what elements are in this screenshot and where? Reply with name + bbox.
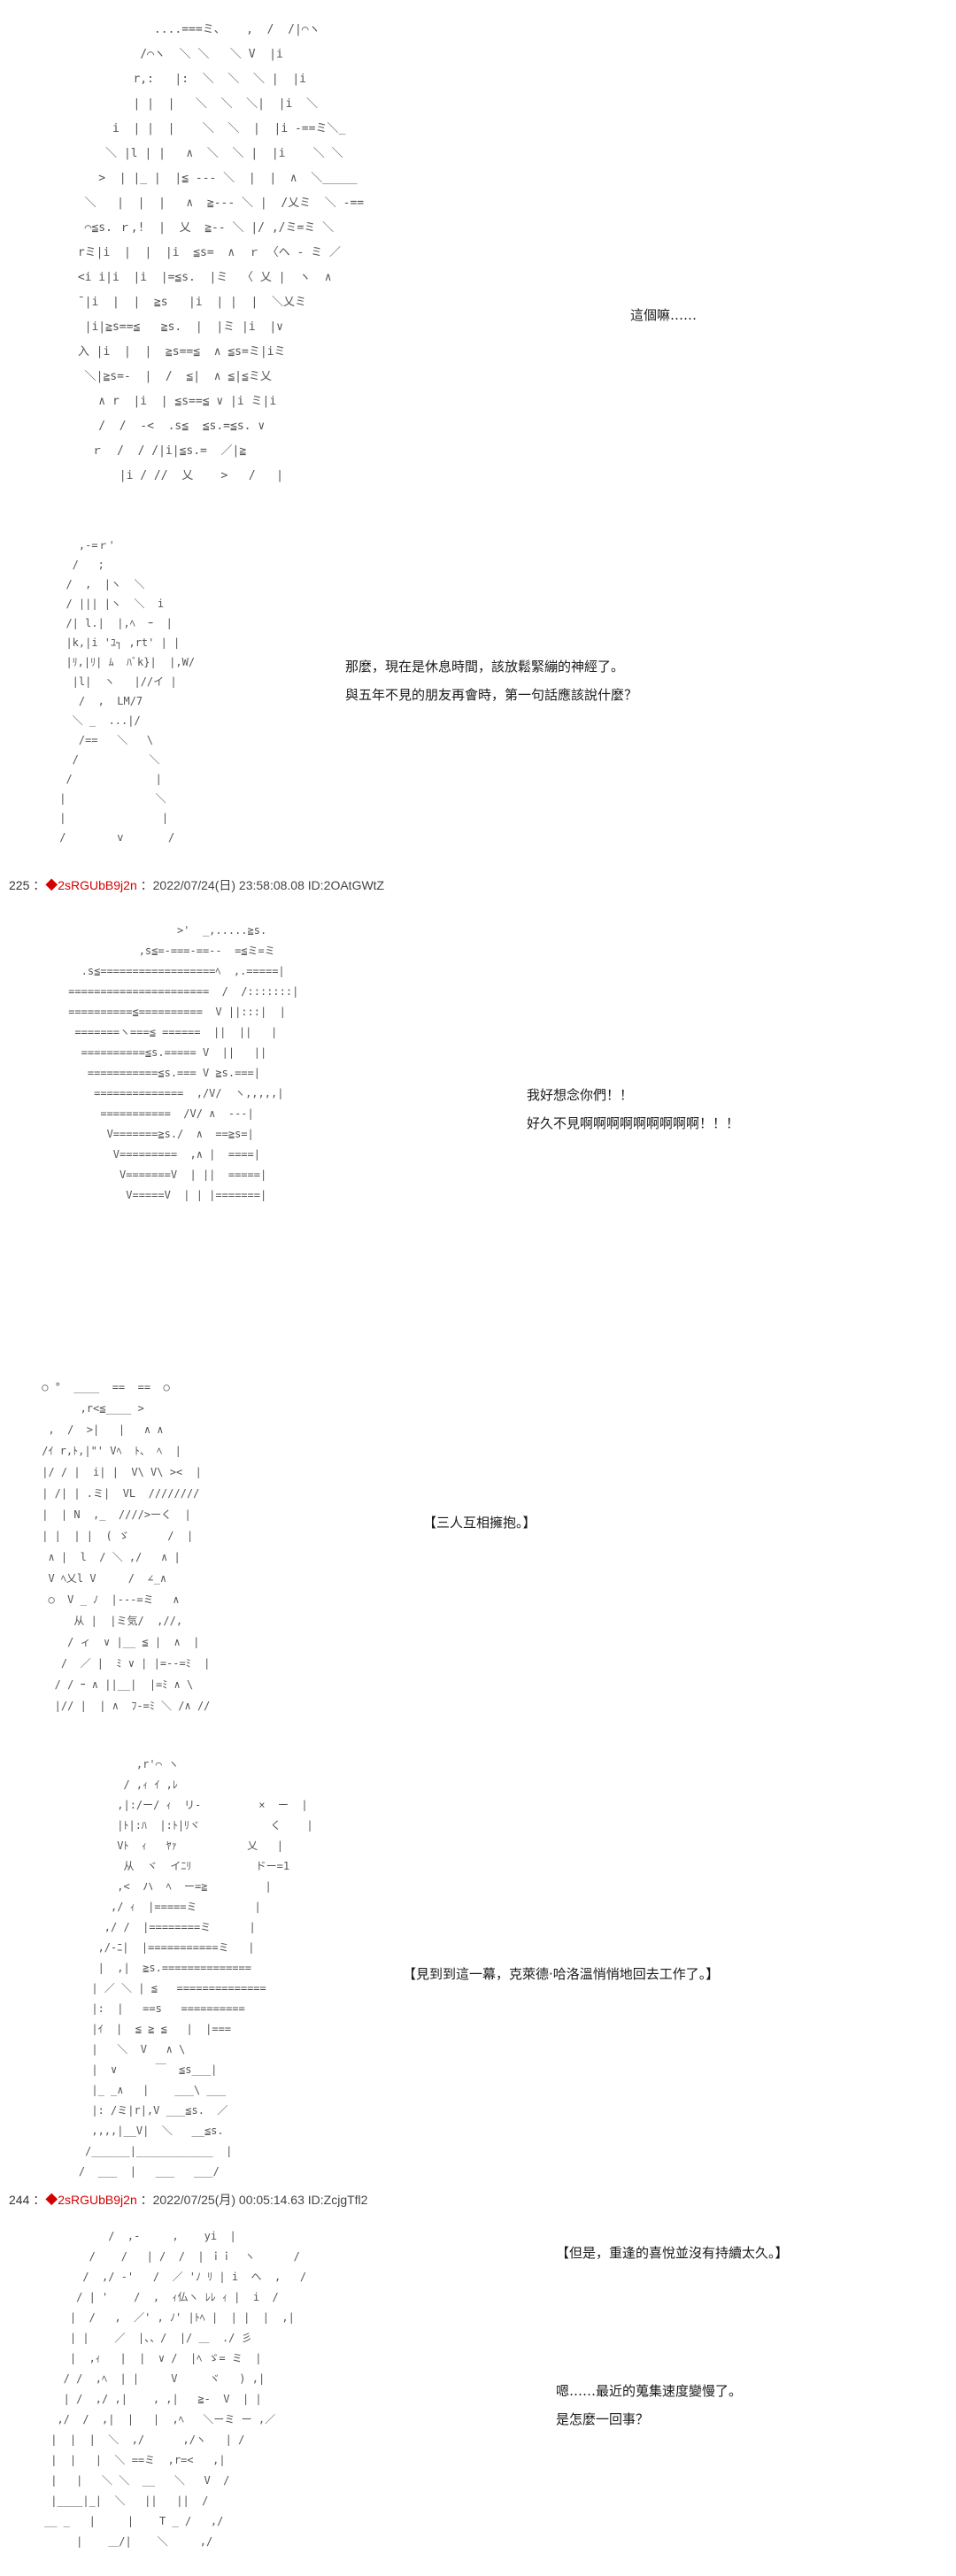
dialog-6-line-3: 是怎麼一回事？ bbox=[556, 2411, 650, 2427]
dialog-1-line-1: 這個嘛…… bbox=[630, 307, 698, 323]
dialog-2-line-1: 那麼，現在是休息時間，該放鬆緊繃的神經了。 bbox=[345, 659, 625, 675]
post-number: 244 bbox=[9, 2193, 30, 2207]
ascii-art-1: ....===ミ、 , / /|⌒ヽ /⌒ヽ ＼ ＼ ＼ V |i r,: |:… bbox=[71, 23, 365, 482]
ascii-art-4: ○ ° ____ == == ○ ,r<≦____ > , / >| | ∧ ∧… bbox=[42, 1381, 211, 1712]
dialog-6-line-2: 嗯……最近的蒐集速度變慢了。 bbox=[556, 2383, 743, 2399]
ascii-art-5: ,r'⌒ ヽ / ,ｨ ｲ ,ﾚ ,|:/ー/ ｨ リ- × ー | |ﾄ|:ﾊ… bbox=[78, 1758, 313, 2178]
panel-6: / ,- , yi | / / | / / | ｉｉ ヽ / / ,/ -' /… bbox=[0, 2217, 956, 2576]
ascii-art-6: / ,- , yi | / / | / / | ｉｉ ヽ / / ,/ -' /… bbox=[44, 2230, 307, 2548]
post-header-244: 244 ：◆2sRGUbB9j2n ：2022/07/25(月) 00:05:1… bbox=[9, 2193, 368, 2207]
poster-trip[interactable]: ◆2sRGUbB9j2n bbox=[45, 2193, 137, 2207]
post-datetime: 2022/07/25(月) 00:05:14.63 ID:ZcjgTfl2 bbox=[152, 2193, 368, 2207]
ascii-art-3: >' _,.....≧s. ,s≦=-===-==-- =≦ミ=ミ .s≦===… bbox=[68, 924, 299, 1201]
dialog-6-line-1: 【但是，重逢的喜悅並沒有持續太久。】 bbox=[556, 2245, 789, 2261]
panel-4: ○ ° ____ == == ○ ,r<≦____ > , / >| | ∧ ∧… bbox=[0, 1368, 956, 1739]
ascii-art-2: ,-=ｒ' / ; / , |ヽ ＼ / ||| |ヽ ＼ i /| l.| |… bbox=[59, 539, 196, 844]
post-number: 225 bbox=[9, 878, 30, 892]
dialog-3-line-2: 好久不見啊啊啊啊啊啊啊啊啊！！！ bbox=[527, 1115, 740, 1131]
dialog-4-line-1: 【三人互相擁抱。】 bbox=[423, 1515, 536, 1531]
dialog-2-line-2: 與五年不見的朋友再會時，第一句話應該說什麼？ bbox=[345, 687, 638, 703]
panel-5: ,r'⌒ ヽ / ,ｨ ｲ ,ﾚ ,|:/ー/ ｨ リ- × ー | |ﾄ|:ﾊ… bbox=[0, 1744, 956, 2195]
post-datetime: 2022/07/24(日) 23:58:08.08 ID:2OAtGWtZ bbox=[152, 878, 385, 892]
poster-trip[interactable]: ◆2sRGUbB9j2n bbox=[45, 878, 137, 892]
panel-1: ....===ミ、 , / /|⌒ヽ /⌒ヽ ＼ ＼ ＼ V |i r,: |:… bbox=[0, 0, 956, 500]
post-header-225: 225 ：◆2sRGUbB9j2n ：2022/07/24(日) 23:58:0… bbox=[9, 878, 385, 892]
dialog-3-line-1: 我好想念你們！！ bbox=[527, 1087, 634, 1103]
dialog-5-line-1: 【見到到這一幕，克萊德·哈洛溫悄悄地回去工作了。】 bbox=[403, 1966, 720, 1982]
panel-3: >' _,.....≧s. ,s≦=-===-==-- =≦ミ=ミ .s≦===… bbox=[0, 912, 956, 1363]
panel-2: ,-=ｒ' / ; / , |ヽ ＼ / ||| |ヽ ＼ i /| l.| |… bbox=[0, 522, 956, 876]
